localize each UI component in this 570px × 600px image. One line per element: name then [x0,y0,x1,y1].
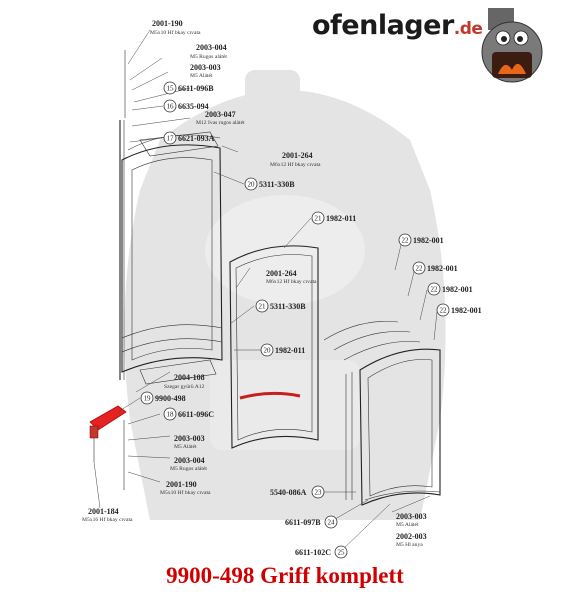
page-title: 9900-498 Griff komplett [166,563,404,588]
svg-text:1982-011: 1982-011 [326,214,356,223]
svg-text:M5x10 Hf bkay cıvata: M5x10 Hf bkay cıvata [160,489,211,496]
callout-badge-22a: 22 [398,233,412,247]
brand-logo-text: ofenlager.de [312,10,483,41]
svg-text:25: 25 [338,549,346,557]
glass-panel-center [229,245,319,449]
svg-text:6611-097B: 6611-097B [285,518,321,527]
svg-text:M12 Ivas rugos alátét: M12 Ivas rugos alátét [196,120,245,126]
svg-text:2003-004: 2003-004 [174,456,205,465]
svg-text:24: 24 [328,519,336,527]
svg-text:Szegar gyürü A12: Szegar gyürü A12 [164,384,205,390]
handle-bracket [89,425,99,439]
svg-text:6611-096C: 6611-096C [178,410,214,419]
svg-text:2003-003: 2003-003 [190,63,221,72]
svg-text:6611-102C: 6611-102C [295,548,331,557]
svg-text:2001-264: 2001-264 [282,151,313,160]
svg-text:22: 22 [416,265,424,273]
door-parts-right [323,321,441,506]
svg-text:21: 21 [315,215,323,223]
callout-badge-24: 24 [324,515,338,529]
part-labels: 2001-190 M5x10 Hf bkay cıvata 2003-004 M… [82,19,482,557]
callout-badge-21b: 21 [255,299,269,313]
svg-text:2003-047: 2003-047 [205,110,236,119]
svg-text:1982-011: 1982-011 [275,346,305,355]
svg-text:17: 17 [167,135,175,143]
svg-text:5540-086A: 5540-086A [270,488,307,497]
svg-text:2003-003: 2003-003 [396,512,427,521]
svg-text:18: 18 [167,411,175,419]
callout-badge-17: 17 [163,131,177,145]
svg-text:M6x12 Hf bkay cıvata: M6x12 Hf bkay cıvata [270,161,321,168]
door-frame-left [119,50,223,385]
svg-text:23: 23 [315,489,323,497]
svg-text:2003-004: 2003-004 [196,43,227,52]
svg-text:2001-184: 2001-184 [88,507,119,516]
svg-text:M5 Alátét: M5 Alátét [190,73,213,79]
callout-badge-15: 15 [163,81,177,95]
svg-text:16: 16 [167,103,175,111]
callout-badge-22b: 22 [412,261,426,275]
leader-lines [93,29,438,553]
svg-text:M5 Alátét: M5 Alátét [396,522,419,528]
svg-text:20: 20 [264,347,272,355]
callout-badge-22d: 22 [436,303,450,317]
svg-text:22: 22 [440,307,448,315]
logo-mascot [481,8,543,83]
svg-text:6611-096B: 6611-096B [178,84,214,93]
svg-text:M5x16 Hf bkay cıvata: M5x16 Hf bkay cıvata [82,516,133,523]
svg-text:15: 15 [167,85,175,93]
callout-badge-20b: 20 [260,343,274,357]
svg-text:M5x10 Hf bkay cıvata: M5x10 Hf bkay cıvata [150,29,201,36]
svg-text:1982-001: 1982-001 [413,236,444,245]
svg-text:6621-093A: 6621-093A [178,134,215,143]
label-2001-190-top: 2001-190 [152,19,183,28]
callout-badge-23: 23 [311,485,325,499]
svg-text:22: 22 [402,237,410,245]
svg-text:1982-001: 1982-001 [442,285,473,294]
svg-text:1982-001: 1982-001 [427,264,458,273]
svg-text:5311-330B: 5311-330B [259,180,295,189]
svg-text:M5 Hl anya: M5 Hl anya [396,542,423,548]
svg-text:19: 19 [144,395,152,403]
svg-text:2003-003: 2003-003 [174,434,205,443]
svg-text:M5 Rugos alátét: M5 Rugos alátét [170,466,207,472]
callout-badge-21a: 21 [311,211,325,225]
svg-text:1982-001: 1982-001 [451,306,482,315]
callout-badge-16: 16 [163,99,177,113]
svg-text:20: 20 [248,181,256,189]
svg-text:2002-003: 2002-003 [396,532,427,541]
callout-badge-25: 25 [334,545,348,559]
svg-text:22: 22 [431,286,439,294]
callout-badge-18: 18 [163,407,177,421]
label-9900-498: 9900-498 [155,394,186,403]
svg-text:M5 Alátét: M5 Alátét [174,444,197,450]
svg-text:5311-330B: 5311-330B [270,302,306,311]
svg-text:M5 Rugos alátét: M5 Rugos alátét [190,54,227,60]
watermark-stove [124,70,446,520]
svg-text:2004-108: 2004-108 [174,373,205,382]
svg-text:6635-094: 6635-094 [178,102,209,111]
callout-badge-20a: 20 [244,177,258,191]
svg-text:M6x12 Hf bkay cıvata: M6x12 Hf bkay cıvata [266,278,317,285]
callout-badge-22c: 22 [427,282,441,296]
svg-text:21: 21 [259,303,267,311]
callout-badge-19: 19 [140,391,154,405]
svg-text:2001-264: 2001-264 [266,269,297,278]
svg-text:2001-190: 2001-190 [166,480,197,489]
